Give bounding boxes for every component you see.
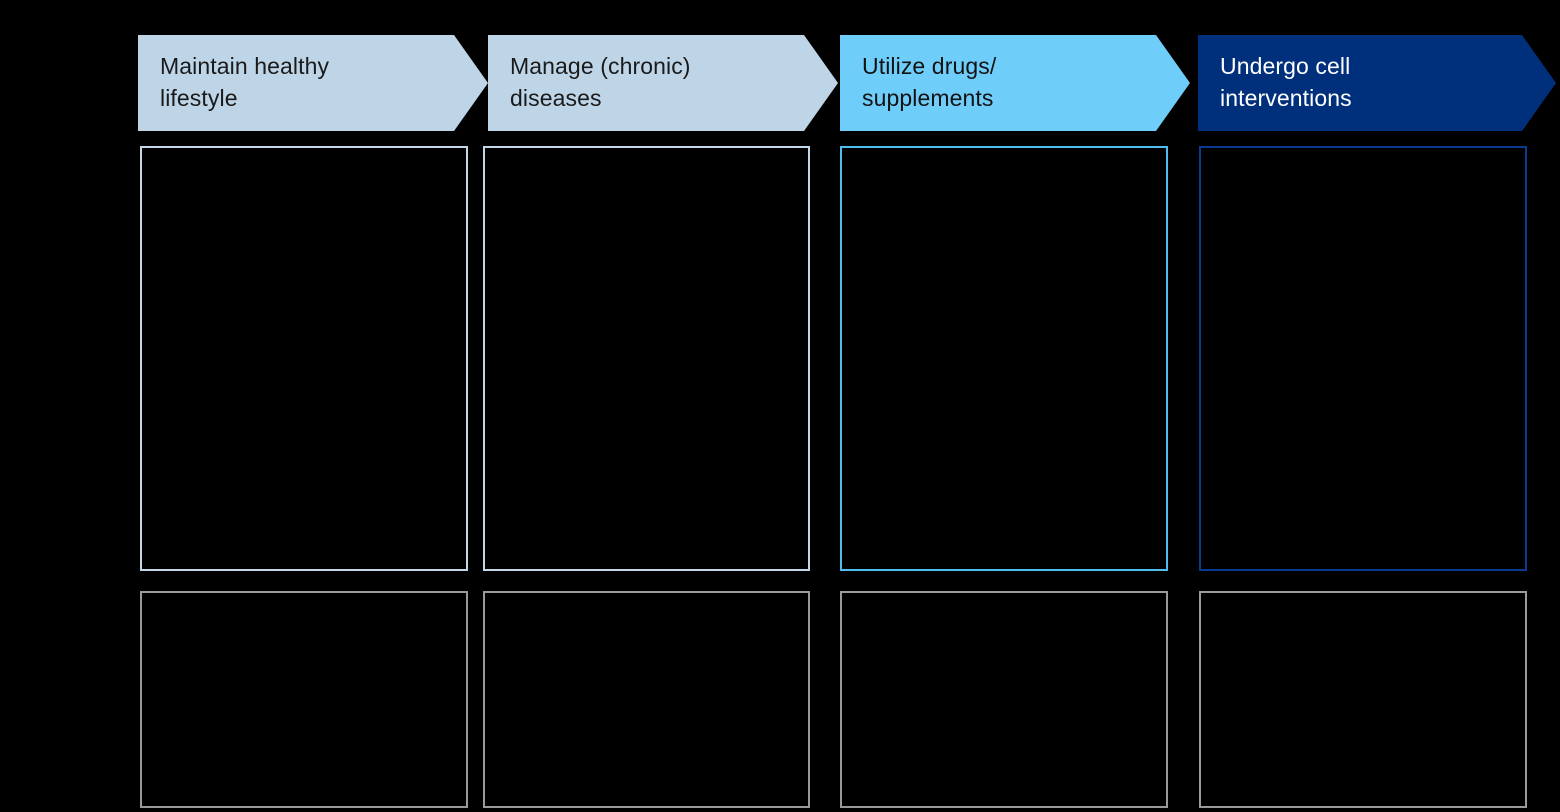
content-panel-bottom-4[interactable] (1199, 591, 1527, 808)
content-panel-top-3[interactable] (840, 146, 1168, 571)
content-panel-text (842, 148, 1166, 569)
chevron-step-manage-chronic-diseases[interactable]: Manage (chronic) diseases (488, 35, 838, 131)
content-panel-top-2[interactable] (483, 146, 810, 571)
content-panel-bottom-3[interactable] (840, 591, 1168, 808)
content-panel-top-4[interactable] (1199, 146, 1527, 571)
chevron-header-band: Maintain healthy lifestyle Manage (chron… (0, 0, 1560, 140)
content-panel-bottom-2[interactable] (483, 591, 810, 808)
content-panel-text (842, 593, 1166, 806)
chevron-step-label: Maintain healthy lifestyle (160, 53, 330, 111)
content-panel-text (142, 593, 466, 806)
content-panel-top-1[interactable] (140, 146, 468, 571)
content-panel-text (485, 148, 808, 569)
content-panel-text (1201, 148, 1525, 569)
content-panel-text (142, 148, 466, 569)
chevron-step-maintain-healthy-lifestyle[interactable]: Maintain healthy lifestyle (138, 35, 488, 131)
content-panel-text (1201, 593, 1525, 806)
chevron-step-utilize-drugs-supplements[interactable]: Utilize drugs/ supplements (840, 35, 1190, 131)
chevron-step-label: Utilize drugs/ supplements (862, 53, 997, 111)
content-panel-text (485, 593, 808, 806)
content-panel-bottom-1[interactable] (140, 591, 468, 808)
chevron-step-label: Manage (chronic) diseases (510, 53, 691, 111)
chevron-step-undergo-cell-interventions[interactable]: Undergo cell interventions (1198, 35, 1556, 131)
chevron-step-label: Undergo cell interventions (1220, 53, 1352, 111)
